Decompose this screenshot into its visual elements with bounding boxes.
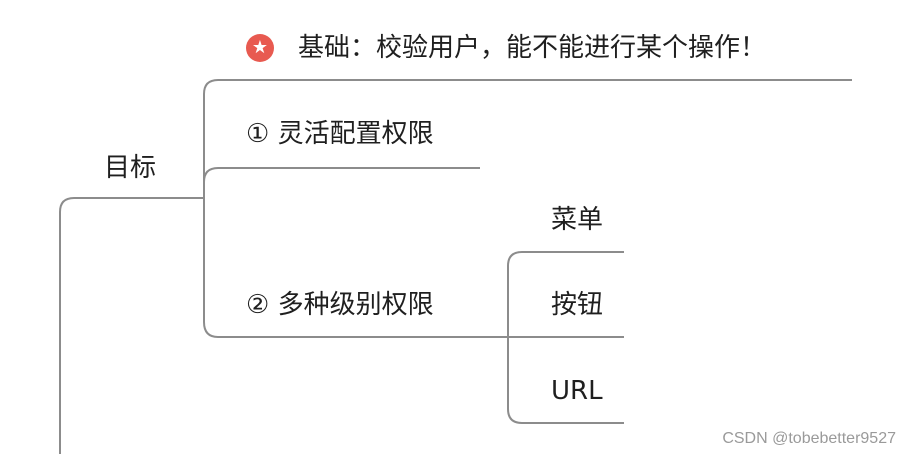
branch-node-flexible[interactable]: ① 灵活配置权限 <box>246 119 434 149</box>
root-connector <box>59 197 204 454</box>
leaf-spine <box>507 251 523 424</box>
leaf-node-url[interactable]: URL <box>551 376 603 406</box>
branch-spine <box>203 79 219 338</box>
branch-1-underline <box>203 167 480 183</box>
watermark-text: CSDN @tobebetter9527 <box>722 430 896 447</box>
leaf-node-button[interactable]: 按钮 <box>551 290 604 320</box>
root-node[interactable]: 目标 <box>104 153 157 183</box>
branch-node-basic[interactable]: 基础：校验用户，能不能进行某个操作！ <box>298 33 767 63</box>
branch-node-levels[interactable]: ② 多种级别权限 <box>246 290 434 320</box>
star-icon: ★ <box>246 34 274 62</box>
leaf-node-menu[interactable]: 菜单 <box>551 205 604 235</box>
